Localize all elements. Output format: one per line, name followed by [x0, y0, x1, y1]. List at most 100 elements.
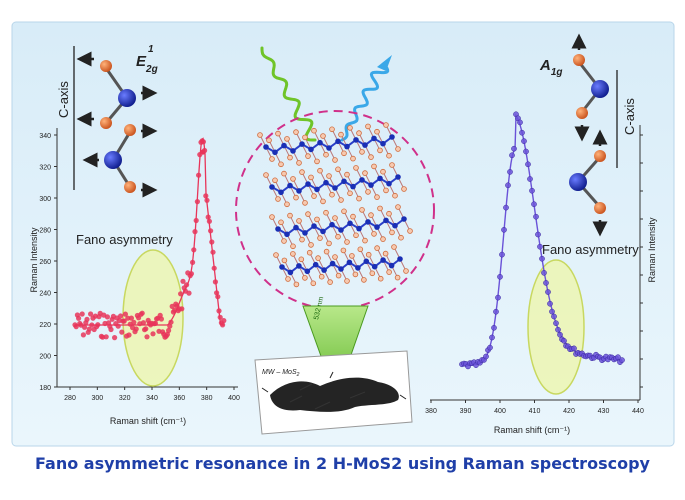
left-data-point — [184, 282, 190, 288]
left-data-point — [215, 294, 221, 300]
sulfur-atom — [377, 147, 383, 154]
right-data-point — [571, 345, 577, 352]
left-data-point — [206, 218, 212, 224]
molybdenum-atom — [397, 256, 403, 262]
sulfur-atom — [323, 248, 330, 255]
sulfur-atom — [389, 229, 395, 236]
left-data-point — [190, 259, 196, 265]
sulfur-atom — [311, 127, 317, 134]
sulfur-atom — [299, 236, 305, 243]
left-y-tick-label: 320 — [39, 165, 51, 172]
left-data-point — [210, 249, 216, 255]
molybdenum-atom — [299, 141, 305, 147]
sulfur-atom — [341, 150, 347, 157]
left-x-axis-label: Raman shift (cm⁻¹) — [110, 416, 186, 426]
sulfur-atom — [362, 237, 368, 244]
sulfur-atom — [377, 205, 383, 212]
right-x-tick-label: 390 — [460, 408, 472, 415]
sulfur-atom — [356, 130, 362, 136]
sulfur-atom — [326, 173, 332, 179]
right-x-tick-label: 380 — [425, 408, 437, 415]
molybdenum-atom — [338, 266, 344, 272]
right-data-point — [499, 251, 505, 258]
sulfur-atom — [278, 219, 284, 226]
molybdenum-atom — [377, 175, 383, 182]
left-data-point — [178, 291, 184, 297]
sulfur-atom — [380, 168, 386, 175]
sulfur-atom — [371, 163, 377, 170]
sulfur-atom — [368, 154, 374, 160]
sulfur-atom — [266, 137, 272, 144]
right-data-point — [519, 129, 525, 136]
right-data-point — [549, 308, 555, 315]
sulfur-atom — [287, 154, 293, 161]
molybdenum-atom — [353, 137, 359, 143]
sulfur-atom — [298, 256, 305, 263]
sulfur-atom — [407, 228, 413, 234]
left-data-point — [192, 229, 198, 235]
left-data-point — [108, 326, 114, 333]
sulfur-atom — [344, 278, 350, 284]
molybdenum-atom — [304, 268, 311, 275]
sulfur-atom — [347, 190, 353, 197]
left-y-tick-label: 180 — [39, 385, 51, 392]
left-data-point — [186, 290, 192, 296]
sulfur-atom — [374, 245, 380, 251]
molybdenum-atom — [311, 223, 317, 229]
left-data-point — [89, 322, 95, 328]
sulfur-atom — [350, 155, 356, 162]
molybdenum-atom — [359, 177, 365, 183]
molybdenum-atom — [371, 263, 378, 270]
left-data-point — [180, 278, 186, 284]
sulfur-atom — [341, 208, 347, 215]
sample-label: MW – MoS2 — [262, 369, 300, 378]
sulfur-atom — [275, 130, 281, 137]
left-data-point — [86, 326, 92, 332]
sulfur-atom — [317, 167, 323, 174]
left-data-point — [200, 149, 206, 155]
molybdenum-atom — [371, 135, 377, 142]
molybdenum-atom — [269, 184, 275, 190]
molybdenum-atom — [380, 257, 386, 263]
left-x-tick-label: 340 — [146, 395, 158, 402]
sulfur-atom — [302, 134, 308, 141]
right-data-point — [547, 300, 553, 307]
figure-caption: Fano asymmetric resonance in 2 H-MoS2 us… — [35, 454, 650, 473]
sulfur-atom — [293, 194, 299, 201]
left-data-point — [211, 265, 217, 271]
sulfur-atom — [365, 123, 371, 130]
right-data-point — [533, 213, 539, 220]
sulfur-atom — [263, 172, 269, 178]
left-data-point — [194, 199, 200, 205]
molybdenum-atom — [362, 142, 368, 148]
left-data-point — [112, 335, 118, 341]
sulfur-atom — [340, 247, 347, 254]
sulfur-atom — [359, 149, 365, 155]
sulfur-atom — [374, 194, 380, 200]
left-data-point — [76, 315, 82, 321]
left-data-point — [133, 326, 139, 332]
right-x-tick-label: 430 — [598, 408, 610, 415]
sulfur-atom — [395, 204, 401, 210]
sulfur-atom — [389, 162, 395, 168]
center-illustration: 532 nm MW – MoS2 — [235, 46, 435, 435]
sulfur-atom — [369, 270, 376, 277]
molybdenum-atom — [388, 262, 395, 269]
left-data-point — [121, 318, 127, 324]
right-x-tick-label: 410 — [529, 408, 541, 415]
left-data-point — [164, 331, 170, 337]
sulfur-atom — [314, 216, 320, 223]
sulfur-atom — [357, 246, 364, 253]
mos2-layer — [273, 244, 409, 288]
right-data-point — [509, 152, 515, 159]
left-data-point — [144, 334, 150, 340]
sulfur-atom — [356, 195, 362, 202]
left-y-tick-label: 220 — [39, 322, 51, 329]
sulfur-atom — [359, 207, 365, 213]
mos2-layer — [263, 162, 407, 208]
molybdenum-atom — [401, 216, 407, 222]
right-data-point — [619, 357, 625, 363]
sulfur-atom — [332, 157, 338, 163]
molybdenum-atom — [383, 217, 389, 224]
